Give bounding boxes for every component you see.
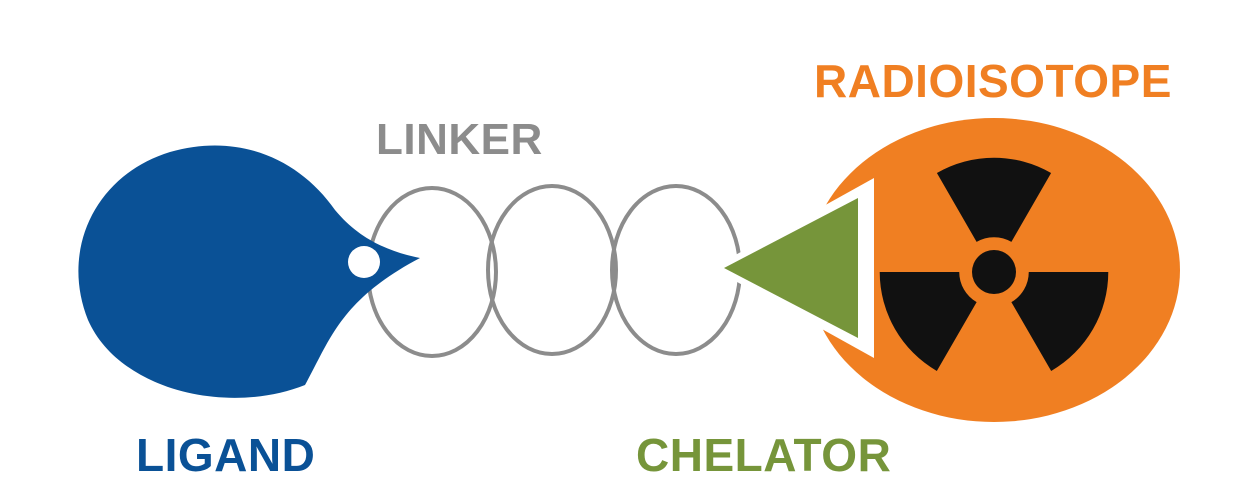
ligand-label: LIGAND xyxy=(136,429,316,481)
radiation-blade-right xyxy=(1011,271,1109,371)
radiation-blade-left xyxy=(879,271,977,371)
ligand-hole xyxy=(348,246,380,278)
linker-chain xyxy=(366,184,742,358)
linker-ring-2 xyxy=(486,184,618,356)
radioisotope-label: RADIOISOTOPE xyxy=(814,55,1172,107)
linker-label: LINKER xyxy=(376,115,543,164)
ligand-shape xyxy=(78,145,421,398)
chelator-shape xyxy=(724,198,858,338)
radiation-center xyxy=(972,250,1016,294)
radiation-trefoil-icon xyxy=(879,157,1109,371)
radiation-blade-top xyxy=(936,157,1052,242)
chelator-label: CHELATOR xyxy=(636,429,892,481)
